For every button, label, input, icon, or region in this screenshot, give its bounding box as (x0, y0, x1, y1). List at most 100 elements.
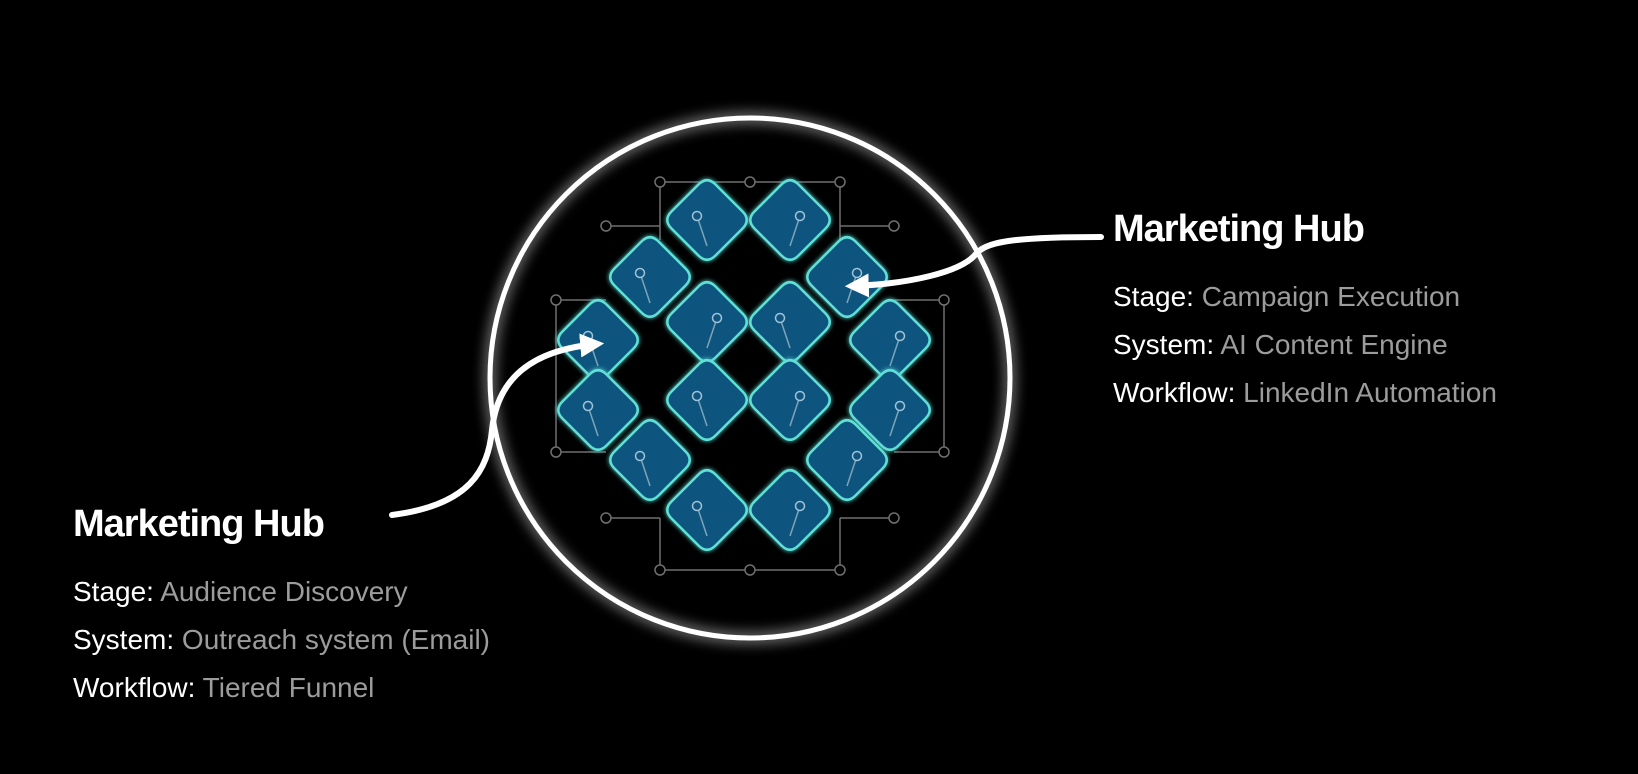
circuit-node (938, 294, 950, 306)
workflow-row: Workflow: LinkedIn Automation (1113, 369, 1497, 417)
workflow-value: LinkedIn Automation (1243, 377, 1497, 408)
module-tile (557, 369, 639, 451)
tile-node (851, 450, 863, 462)
arrow-to-right-callout (844, 234, 1104, 298)
module-tile (749, 359, 831, 441)
circuit-node (744, 564, 756, 576)
tile-node (691, 390, 703, 402)
module-tile (609, 236, 691, 318)
module-tile (849, 369, 931, 451)
circuit-node (550, 446, 562, 458)
tile-node (634, 267, 646, 279)
tile-node (894, 330, 906, 342)
stage-value: Audience Discovery (160, 576, 408, 607)
tile-shape (749, 179, 831, 261)
module-tile-grid (557, 179, 931, 551)
system-label: System: (1113, 329, 1215, 360)
tile-shape (666, 179, 748, 261)
tile-node (691, 210, 703, 222)
callout-audience-discovery: Marketing Hub Stage: Audience Discovery … (73, 500, 490, 712)
tile-node (794, 500, 806, 512)
system-row: System: AI Content Engine (1113, 321, 1497, 369)
workflow-label: Workflow: (1113, 377, 1236, 408)
tile-node (582, 330, 594, 342)
tile-shape (609, 419, 691, 501)
tile-node (851, 267, 863, 279)
tile-connector (696, 505, 708, 537)
stage-label: Stage: (1113, 281, 1194, 312)
system-value: AI Content Engine (1220, 329, 1448, 360)
arrow-to-left-callout (389, 333, 605, 518)
circuit-node (938, 446, 950, 458)
callout-campaign-execution: Marketing Hub Stage: Campaign Execution … (1113, 205, 1497, 417)
module-tile (557, 299, 639, 381)
module-tile (666, 469, 748, 551)
tile-connector (639, 455, 651, 487)
tile-connector (789, 215, 801, 247)
tile-connector (846, 455, 858, 487)
tile-shape (806, 236, 888, 318)
tile-shape (806, 419, 888, 501)
circuit-node (888, 220, 900, 232)
tile-node (894, 400, 906, 412)
circuit-node (834, 564, 846, 576)
tile-connector (789, 395, 801, 427)
tile-shape (666, 359, 748, 441)
tile-node (691, 500, 703, 512)
circuit-node (888, 512, 900, 524)
stage-value: Campaign Execution (1201, 281, 1461, 312)
tile-shape (557, 369, 639, 451)
callout-title: Marketing Hub (1113, 208, 1365, 250)
system-row: System: Outreach system (Email) (73, 616, 490, 664)
circuit-node (550, 294, 562, 306)
circuit-node (654, 564, 666, 576)
module-tile (666, 281, 748, 363)
system-value: Outreach system (Email) (181, 624, 490, 655)
circuit-node (654, 176, 666, 188)
tile-node (794, 390, 806, 402)
tile-node (711, 312, 723, 324)
tile-node (634, 450, 646, 462)
callout-title: Marketing Hub (73, 503, 325, 545)
circuit-node (834, 176, 846, 188)
tile-shape (849, 299, 931, 381)
tile-shape (849, 369, 931, 451)
tile-node (774, 312, 786, 324)
workflow-label: Workflow: (73, 672, 196, 703)
tile-shape (557, 299, 639, 381)
tile-connector (889, 405, 901, 437)
workflow-row: Workflow: Tiered Funnel (73, 664, 490, 712)
tile-shape (749, 469, 831, 551)
module-tile (806, 236, 888, 318)
stage-row: Stage: Audience Discovery (73, 568, 490, 616)
tile-connector (706, 317, 718, 349)
module-tile (849, 299, 931, 381)
stage-label: Stage: (73, 576, 154, 607)
module-tile (666, 179, 748, 261)
tile-connector (889, 335, 901, 367)
tile-connector (696, 395, 708, 427)
tile-shape (666, 281, 748, 363)
module-tile (749, 469, 831, 551)
system-label: System: (73, 624, 175, 655)
module-tile (666, 359, 748, 441)
module-tile (609, 419, 691, 501)
tile-shape (666, 469, 748, 551)
tile-connector (779, 317, 791, 349)
circuit-grid (550, 176, 950, 576)
tile-shape (749, 359, 831, 441)
tile-shape (609, 236, 691, 318)
workflow-value: Tiered Funnel (202, 672, 375, 703)
hub-ring (487, 115, 1013, 641)
tile-connector (639, 272, 651, 304)
circuit-node (744, 176, 756, 188)
tile-shape (749, 281, 831, 363)
tile-connector (789, 505, 801, 537)
module-tile (806, 419, 888, 501)
stage-row: Stage: Campaign Execution (1113, 273, 1497, 321)
tile-connector (587, 405, 599, 437)
module-tile (749, 179, 831, 261)
circuit-node (600, 512, 612, 524)
module-tile (749, 281, 831, 363)
